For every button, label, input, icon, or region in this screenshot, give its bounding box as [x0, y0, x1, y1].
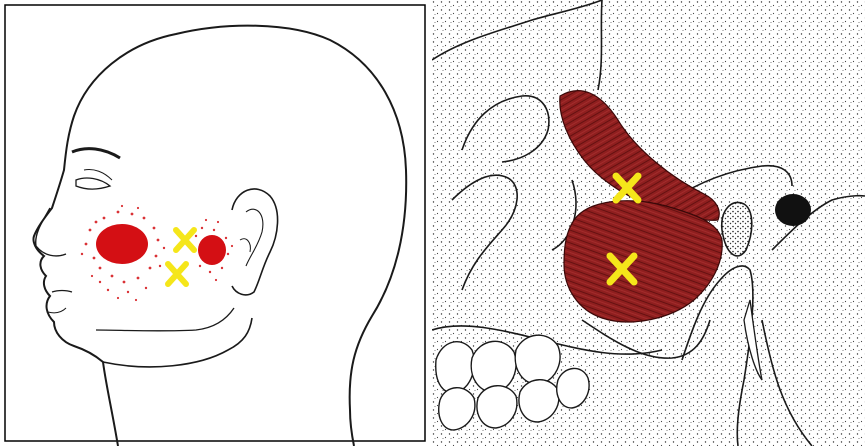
muscle-anatomy-panel [432, 0, 865, 446]
ear-canal [775, 194, 811, 226]
head-profile-panel [0, 0, 430, 446]
muscle-anatomy-illustration [432, 0, 865, 446]
left-frame [5, 5, 425, 441]
head-profile-illustration [0, 0, 430, 446]
